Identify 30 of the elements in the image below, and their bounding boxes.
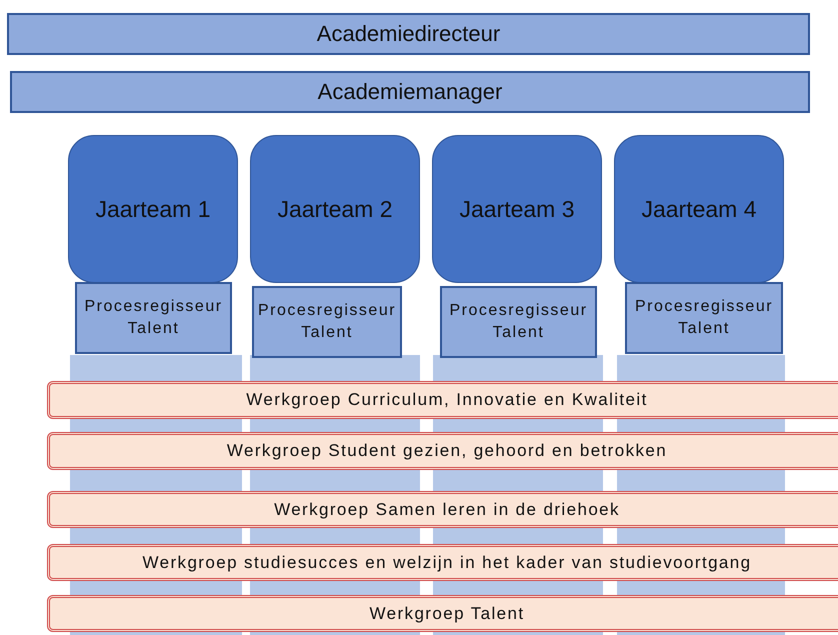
node-label: Werkgroep studiesucces en welzijn in het kader van studievoortgang bbox=[142, 552, 752, 572]
node-label: Jaarteam 4 bbox=[641, 196, 757, 222]
workgroup-bar bbox=[47, 432, 838, 470]
node-label: Jaarteam 3 bbox=[459, 196, 575, 222]
role-bar bbox=[7, 13, 810, 55]
node-label: Academiedirecteur bbox=[316, 21, 500, 47]
node-label: Procesregisseur Talent bbox=[634, 297, 774, 339]
team-box bbox=[614, 135, 784, 283]
node-label: Procesregisseur Talent bbox=[83, 297, 224, 339]
workgroup-bar bbox=[47, 595, 838, 632]
workgroup-bar bbox=[47, 381, 838, 419]
node-label: Werkgroep Talent bbox=[369, 604, 524, 624]
role-box bbox=[440, 286, 597, 358]
node-label: Werkgroep Curriculum, Innovatie en Kwaliteit bbox=[246, 390, 648, 410]
workgroup-bar bbox=[47, 544, 838, 581]
role-box bbox=[252, 286, 402, 358]
node-label: Procesregisseur Talent bbox=[448, 301, 589, 343]
role-box bbox=[75, 282, 232, 354]
role-box bbox=[625, 282, 783, 354]
team-box bbox=[68, 135, 238, 283]
team-box bbox=[250, 135, 420, 283]
node-label: Jaarteam 2 bbox=[277, 196, 393, 222]
node-label: Werkgroep Samen leren in de driehoek bbox=[274, 500, 620, 520]
team-box bbox=[432, 135, 602, 283]
workgroup-bar bbox=[47, 491, 838, 528]
node-label: Werkgroep Student gezien, gehoord en betrokken bbox=[226, 441, 668, 461]
node-label: Academiemanager bbox=[318, 79, 502, 105]
node-label: Jaarteam 1 bbox=[95, 196, 211, 222]
role-bar bbox=[10, 71, 810, 113]
node-label: Procesregisseur Talent bbox=[256, 301, 398, 343]
